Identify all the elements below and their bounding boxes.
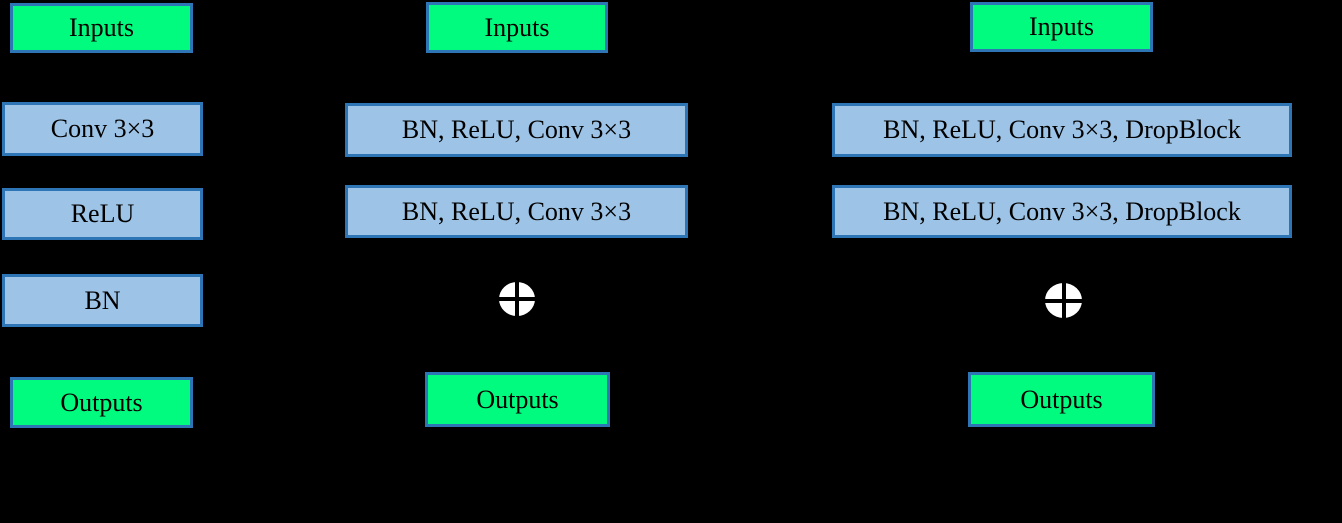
bn-relu-conv-dropblock-label-2: BN, ReLU, Conv 3×3, DropBlock	[883, 196, 1241, 226]
connector-line	[100, 152, 103, 192]
bn-relu-conv-label-1: BN, ReLU, Conv 3×3	[401, 115, 632, 144]
connector-line	[100, 44, 103, 106]
connector-line	[1060, 44, 1063, 107]
bn-relu-conv-dropblock-label-1: BN, ReLU, Conv 3×3, DropBlock	[883, 115, 1241, 144]
outputs-box: Outputs	[10, 377, 193, 428]
connector-line	[1060, 234, 1063, 290]
outputs-label: Outputs	[1020, 384, 1103, 414]
connector-line	[1060, 153, 1063, 189]
inputs-box: Inputs	[970, 2, 1153, 52]
relu-layer-label: ReLU	[70, 199, 135, 228]
connector-line	[515, 234, 518, 290]
conv-layer-box: Conv 3×3	[2, 102, 203, 156]
connector-line	[1060, 310, 1063, 376]
conv-layer-label: Conv 3×3	[50, 114, 155, 143]
connector-line	[100, 323, 103, 377]
bn-relu-conv-box-2: BN, ReLU, Conv 3×3	[345, 185, 688, 238]
bn-layer-box: BN	[2, 274, 203, 327]
connector-line	[515, 153, 518, 189]
inputs-label: Inputs	[69, 13, 134, 42]
inputs-box: Inputs	[426, 2, 608, 53]
bn-layer-label: BN	[84, 285, 121, 315]
bn-relu-conv-box-1: BN, ReLU, Conv 3×3	[345, 103, 688, 157]
outputs-box: Outputs	[425, 372, 610, 427]
bn-relu-conv-dropblock-box-2: BN, ReLU, Conv 3×3, DropBlock	[832, 185, 1292, 238]
bn-relu-conv-label-2: BN, ReLU, Conv 3×3	[401, 196, 632, 226]
inputs-label: Inputs	[1029, 12, 1094, 41]
connector-line	[100, 236, 103, 278]
outputs-box: Outputs	[968, 372, 1155, 427]
relu-layer-box: ReLU	[2, 188, 203, 240]
circle-plus-add-icon	[1045, 283, 1082, 318]
outputs-label: Outputs	[476, 384, 559, 414]
outputs-label: Outputs	[60, 387, 143, 417]
inputs-label: Inputs	[484, 12, 550, 42]
connector-line	[515, 44, 518, 107]
inputs-box: Inputs	[10, 3, 193, 53]
bn-relu-conv-dropblock-box-1: BN, ReLU, Conv 3×3, DropBlock	[832, 103, 1292, 157]
connector-line	[515, 310, 518, 376]
circle-plus-add-icon	[499, 282, 535, 316]
